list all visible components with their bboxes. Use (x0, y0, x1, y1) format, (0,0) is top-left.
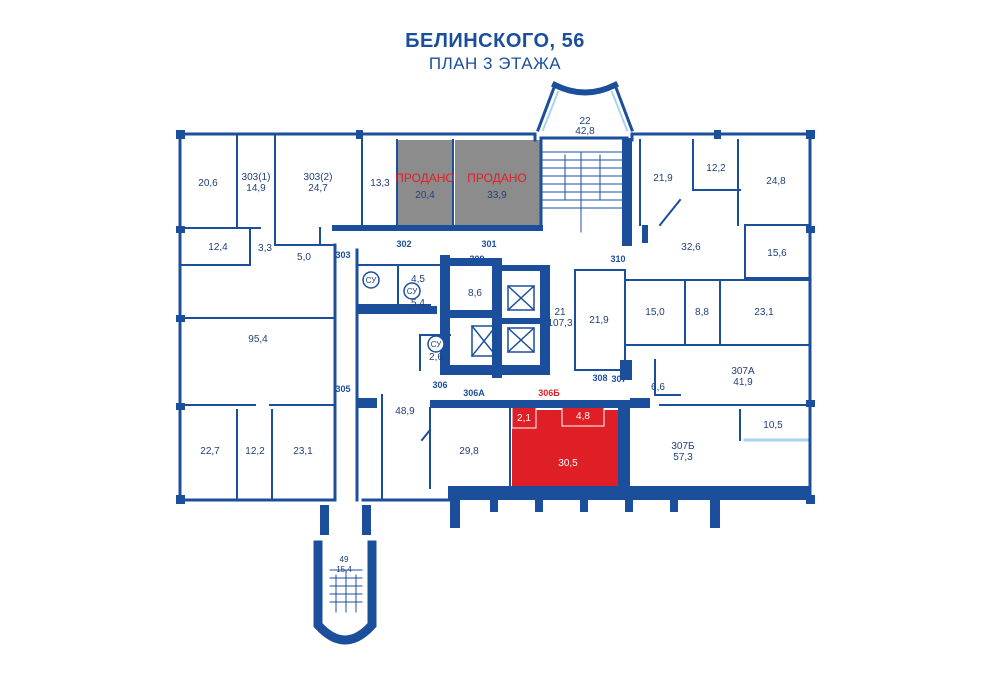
sold-room-fill[interactable] (397, 140, 453, 229)
room-label: 23,1 (754, 307, 774, 318)
room-label: 10,5 (763, 420, 783, 431)
room-label: 8,8 (695, 307, 709, 318)
office-number[interactable]: 310 (610, 254, 625, 264)
room-label: 15,6 (767, 248, 787, 259)
sold-status: ПРОДАНО (395, 171, 455, 185)
office-number[interactable]: 306 (432, 380, 447, 390)
room-label: 12,2 (706, 163, 726, 174)
walls (176, 80, 815, 645)
room-label: 29,8 (459, 446, 479, 457)
office-number[interactable]: 301 (481, 239, 496, 249)
plan-title: БЕЛИНСКОГО, 56 (405, 30, 585, 52)
room-label: 32,6 (681, 242, 701, 253)
room-label: 57,3 (673, 452, 693, 463)
office-number[interactable]: 308 (592, 373, 607, 383)
room-label: 4,5 (411, 274, 425, 285)
room-label: 21 (554, 307, 566, 318)
plan-subtitle: ПЛАН 3 ЭТАЖА (428, 54, 562, 73)
office-number[interactable]: 307 (611, 374, 626, 384)
room-label: 41,9 (733, 377, 753, 388)
room-label: 15,4 (336, 565, 352, 574)
wc-icon (362, 271, 380, 289)
room-label: 20,4 (415, 190, 435, 201)
room-label: 30,5 (558, 458, 578, 469)
office-number[interactable]: 305 (335, 384, 350, 394)
room-label: 303(1) (242, 172, 271, 183)
room-label: 22 (579, 116, 591, 127)
office-labels: 302 301 303 309 310 305 306 306А 306Б 30… (335, 239, 626, 398)
office-number[interactable]: 309 (469, 254, 484, 264)
wc-icon (427, 335, 445, 353)
room-label: 21,9 (589, 315, 609, 326)
room-label: 12,4 (208, 242, 228, 253)
room-label: 2,1 (517, 413, 531, 424)
room-label: 307А (731, 366, 755, 377)
room-label: 8,6 (468, 288, 482, 299)
room-label: 303(2) (304, 172, 333, 183)
room-label: 42,8 (575, 126, 595, 137)
room-label: 15,0 (645, 307, 665, 318)
office-number[interactable]: 302 (396, 239, 411, 249)
room-label: 24,8 (766, 176, 786, 187)
room-label: 6,6 (651, 382, 665, 393)
room-label: 49 (340, 555, 349, 564)
room-label: 24,7 (308, 183, 328, 194)
room-label: 3,3 (258, 243, 272, 254)
room-label: 23,1 (293, 446, 313, 457)
sold-status: ПРОДАНО (467, 171, 527, 185)
room-label: 2,6 (429, 352, 443, 363)
wc-label: СУ (407, 287, 419, 296)
room-label: 5,4 (411, 298, 425, 309)
office-number[interactable]: 306Б (538, 388, 560, 398)
room-label: 20,6 (198, 178, 218, 189)
room-label: 33,9 (487, 190, 507, 201)
room-label: 4,8 (576, 411, 590, 422)
room-label: 22,7 (200, 446, 220, 457)
room-label: 21,9 (653, 173, 673, 184)
room-label: 95,4 (248, 334, 268, 345)
room-label: 107,3 (547, 318, 572, 329)
room-label: 307Б (671, 441, 695, 452)
office-number[interactable]: 306А (463, 388, 485, 398)
room-label: 12,2 (245, 446, 265, 457)
wc-label: СУ (431, 340, 443, 349)
office-number[interactable]: 303 (335, 250, 350, 260)
room-label: 13,3 (370, 178, 390, 189)
room-label: 14,9 (246, 183, 266, 194)
wc-icon (403, 282, 421, 300)
room-label: 48,9 (395, 406, 415, 417)
sold-room-fill[interactable] (455, 140, 541, 229)
room-labels: 20,6 303(1) 14,9 303(2) 24,7 13,3 ПРОДАН… (198, 116, 787, 574)
room-label: 5,0 (297, 252, 311, 263)
wc-markers: СУ СУ СУ (362, 271, 445, 353)
wc-label: СУ (366, 276, 378, 285)
